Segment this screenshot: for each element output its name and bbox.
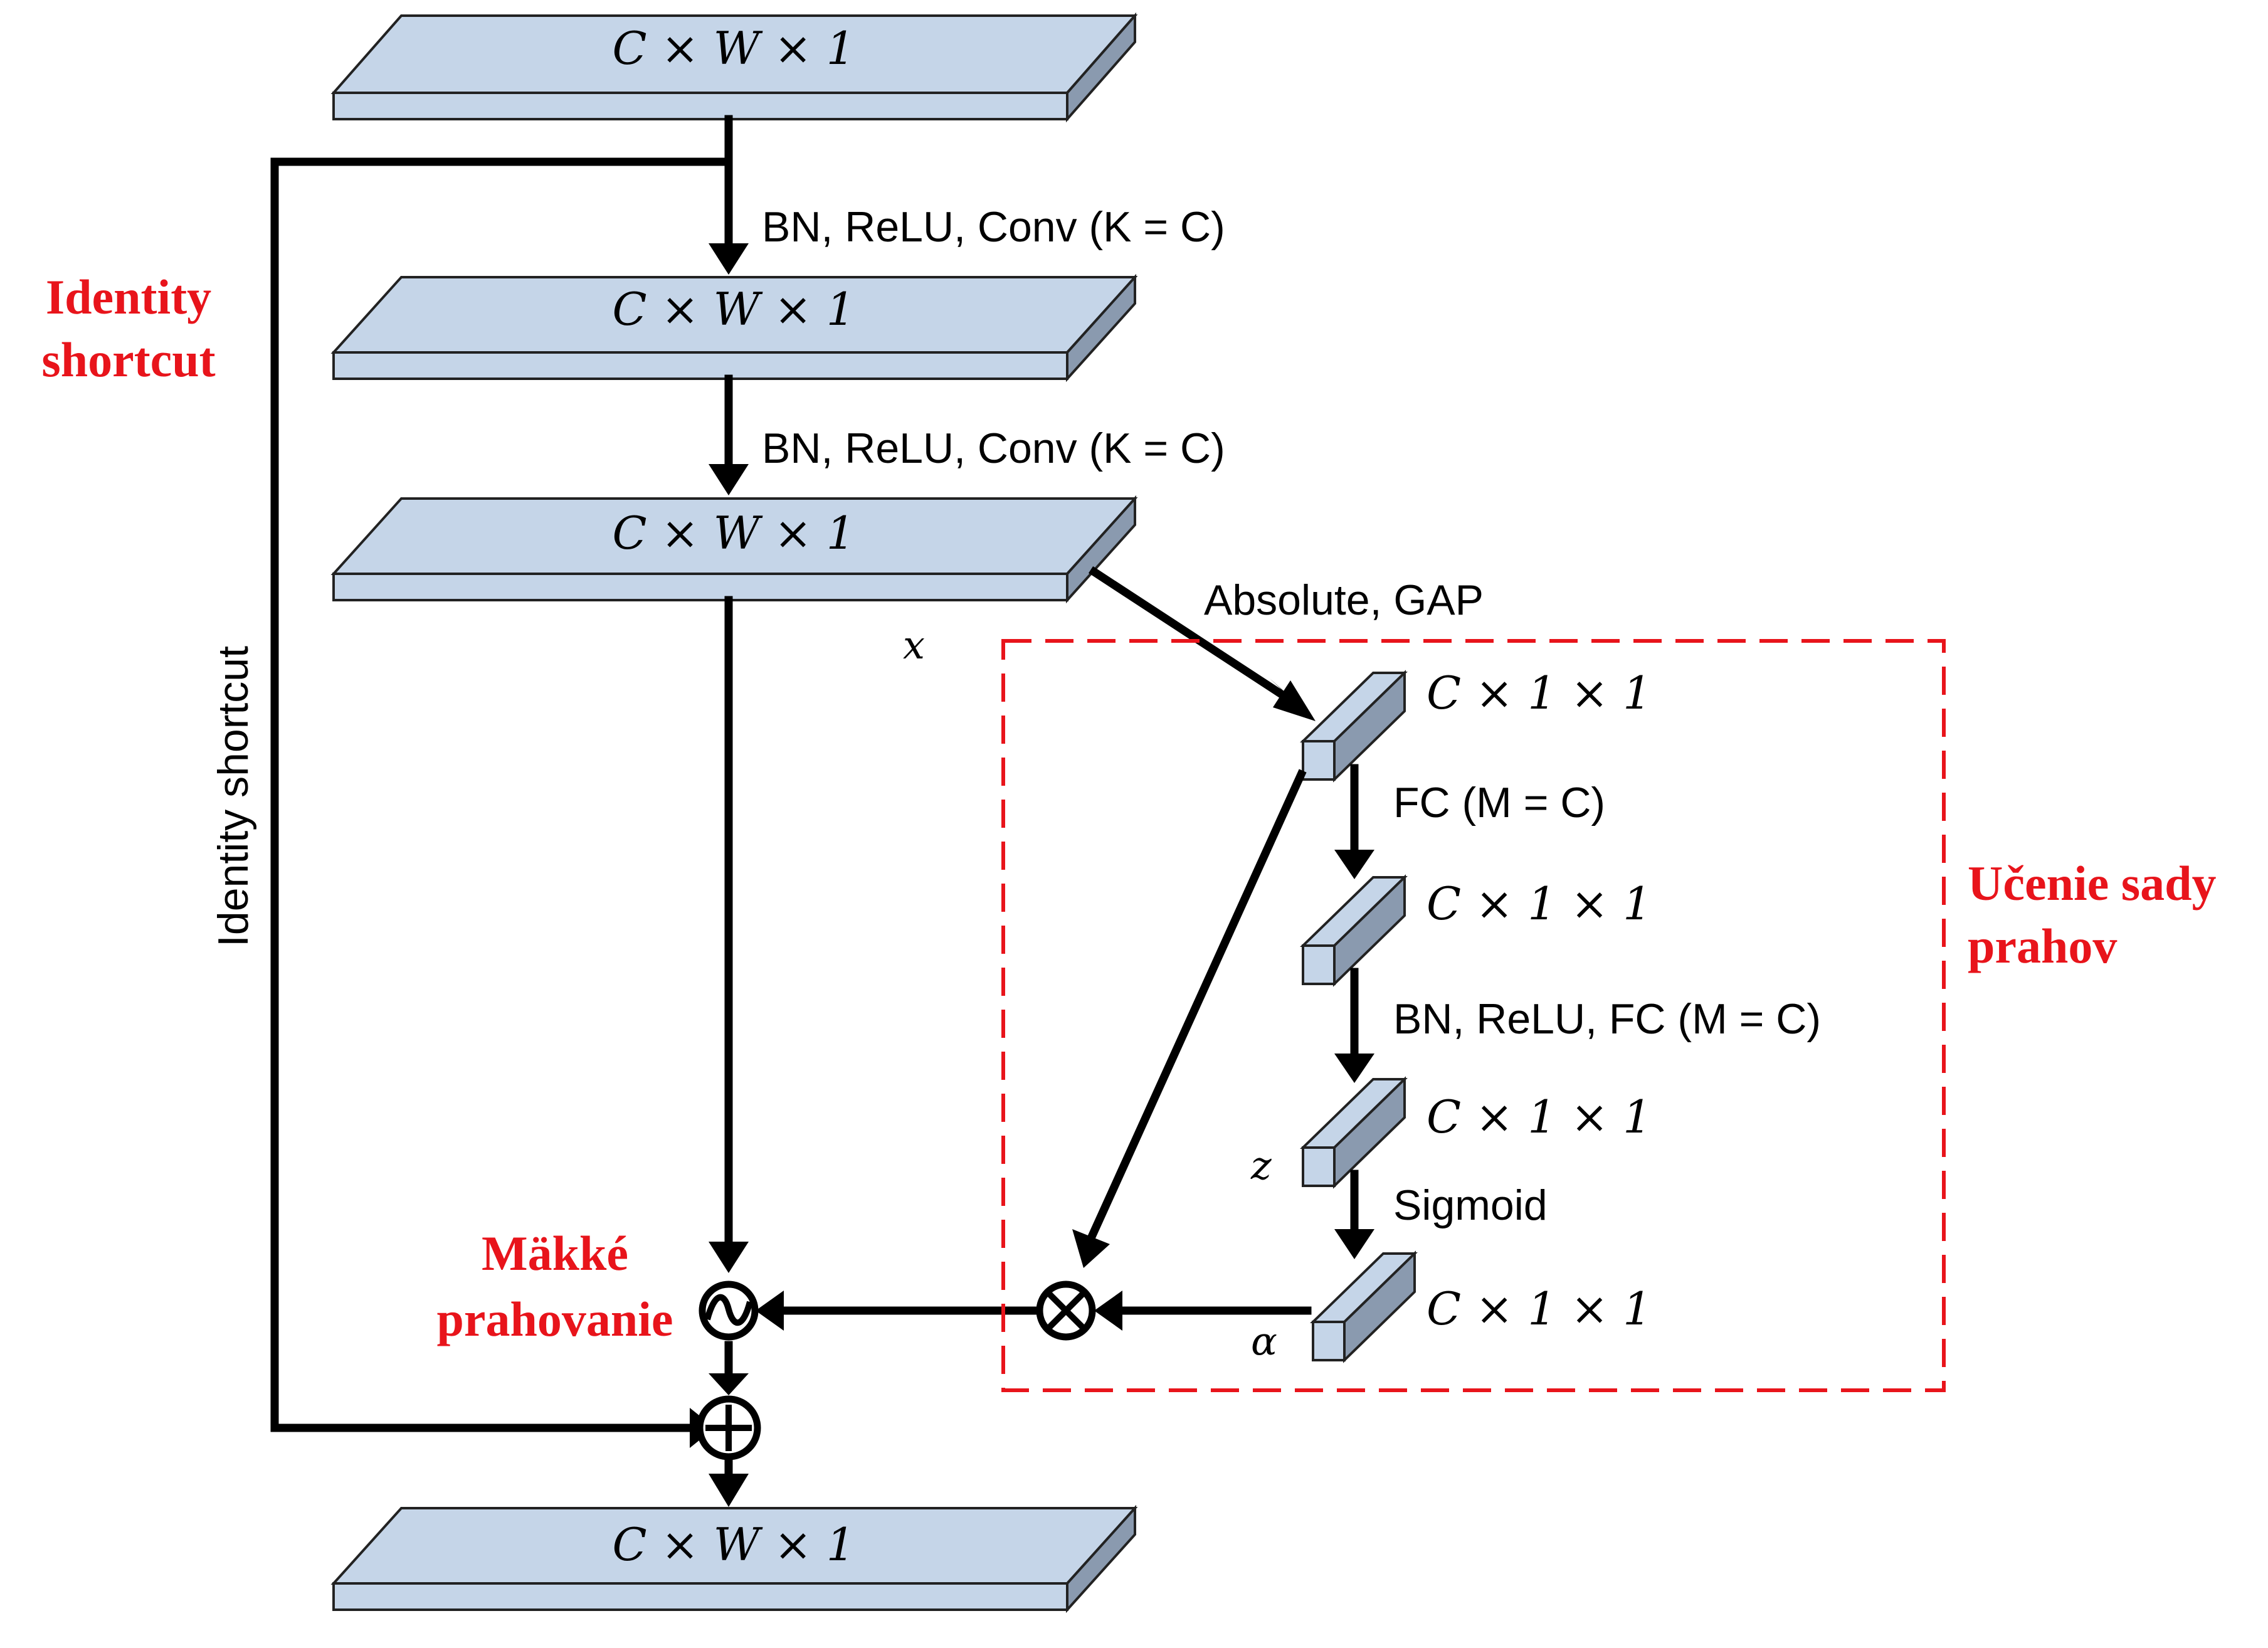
op-gap-label: Absolute, GAP	[1204, 576, 1484, 624]
op-conv2-label: BN, ReLU, Conv (K = C)	[762, 425, 1225, 472]
identity-shortcut-red-line1: Identity	[46, 270, 211, 324]
small-block-fc2-label: C × 1 × 1	[1427, 1091, 1652, 1143]
arrowhead-gap	[1273, 680, 1316, 721]
identity-shortcut-vertical-label: Identity shortcut	[209, 646, 257, 947]
block-output-label: C × W × 1	[612, 1518, 855, 1571]
arrow-gap	[1089, 566, 1288, 700]
tensor-block-output: C × W × 1	[330, 1504, 1138, 1614]
op-sigmoid-label: Sigmoid	[1393, 1181, 1548, 1229]
tensor-block-conv1: C × W × 1	[330, 273, 1138, 383]
soft-threshold-red-line2: prahovanie	[436, 1292, 673, 1346]
identity-shortcut-red-line2: shortcut	[41, 332, 215, 387]
small-block-sigmoid: C × 1 × 1	[1310, 1250, 1652, 1363]
multiply-node	[1036, 1281, 1096, 1341]
block-input-label: C × W × 1	[612, 22, 855, 75]
var-z: z	[1250, 1143, 1272, 1188]
op-fc1-label: FC (M = C)	[1393, 779, 1605, 827]
threshold-learning-red-line2: prahov	[1968, 919, 2117, 973]
soft-threshold-red-line1: Mäkké	[482, 1226, 628, 1281]
soft-threshold-node	[699, 1281, 759, 1341]
threshold-learning-box	[1001, 639, 1946, 1392]
var-x: x	[903, 622, 925, 668]
arrow-abs-to-multiply	[1087, 769, 1307, 1241]
block-conv1-label: C × W × 1	[612, 283, 855, 335]
small-block-gap-label: C × 1 × 1	[1427, 667, 1652, 719]
small-block-fc2: C × 1 × 1	[1300, 1076, 1652, 1189]
small-block-sigmoid-label: C × 1 × 1	[1427, 1282, 1652, 1335]
op-fc2-label: BN, ReLU, FC (M = C)	[1393, 995, 1821, 1043]
op-conv1-label: BN, ReLU, Conv (K = C)	[762, 203, 1225, 251]
small-block-fc1-label: C × 1 × 1	[1427, 877, 1652, 930]
block-conv2-label: C × W × 1	[612, 507, 855, 559]
tensor-block-input: C × W × 1	[330, 12, 1138, 123]
add-node	[696, 1395, 761, 1460]
small-block-gap: C × 1 × 1	[1300, 667, 1652, 783]
var-alpha: α	[1251, 1318, 1277, 1364]
identity-shortcut-line	[270, 115, 733, 1432]
small-block-fc1: C × 1 × 1	[1300, 874, 1652, 987]
connectors	[270, 115, 1359, 1478]
threshold-learning-red-line1: Učenie sady	[1968, 856, 2216, 911]
tensor-block-conv2: C × W × 1	[330, 495, 1138, 604]
